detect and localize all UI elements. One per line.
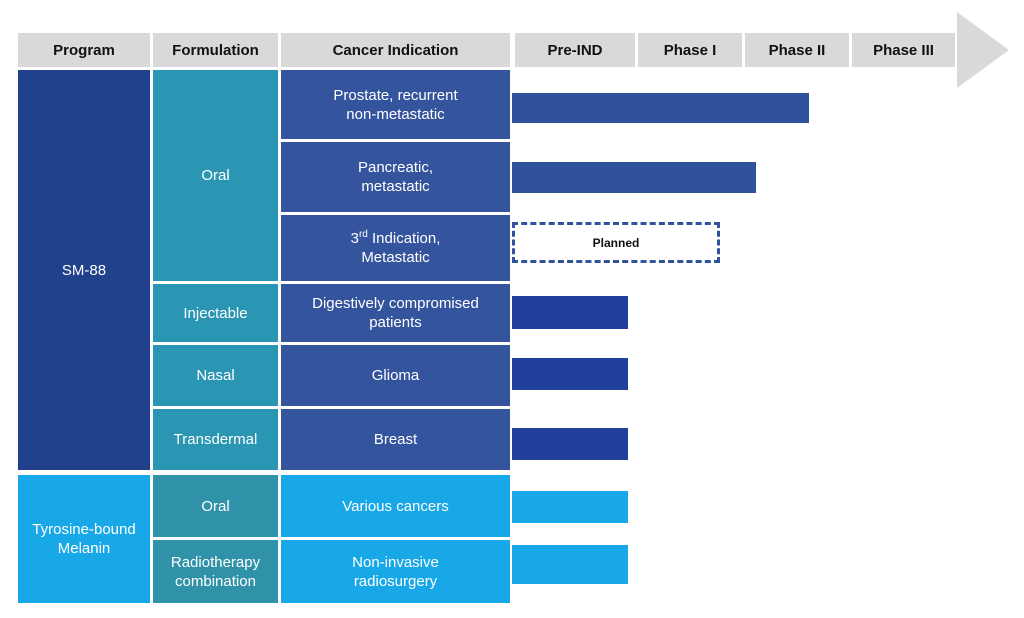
header-cell-formulation: Formulation — [153, 33, 278, 67]
header-cell-phase-3: Phase III — [852, 33, 955, 67]
header-cell-phase-2: Phase II — [745, 33, 849, 67]
header-cell-cancer-indication: Cancer Indication — [281, 33, 510, 67]
header-cell-pre-ind: Pre-IND — [515, 33, 635, 67]
bar-pancreatic — [512, 162, 756, 193]
indication-label: Glioma — [371, 367, 420, 384]
formulation-label: Injectable — [183, 304, 248, 322]
formulation-label: Nasal — [196, 367, 235, 384]
planned-label: Planned — [592, 235, 640, 250]
formulation-cell-transdermal: Transdermal — [153, 409, 278, 470]
program-label-line2: Melanin — [57, 540, 111, 557]
header-label: Program — [53, 41, 115, 59]
formulation-cell-injectable: Injectable — [153, 284, 278, 342]
program-cell-sm88: SM-88 — [18, 70, 150, 470]
indication-cell-prostate: Prostate, recurrent non-metastatic — [281, 70, 510, 139]
program-label-line1: Tyrosine-bound — [32, 521, 136, 538]
formulation-cell-nasal: Nasal — [153, 345, 278, 406]
header-cell-program: Program — [18, 33, 150, 67]
indication-label-line1: Digestively compromised — [312, 295, 479, 312]
bar-glioma — [512, 358, 628, 390]
bar-digestively — [512, 296, 628, 329]
formulation-cell-oral-2: Oral — [153, 475, 278, 537]
indication-label: Various cancers — [342, 497, 449, 515]
header-label: Cancer Indication — [332, 41, 459, 59]
formulation-label-line1: Radiotherapy — [170, 553, 261, 571]
third-indication-number: 3 — [350, 230, 359, 247]
indication-cell-digestively-compromised: Digestively compromised patients — [281, 284, 510, 342]
header-label: Pre-IND — [547, 41, 603, 59]
indication-label-line1: 3rd Indication, — [351, 229, 441, 248]
bar-noninvasive-radiosurgery — [512, 545, 628, 584]
indication-cell-various-cancers: Various cancers — [281, 475, 510, 537]
program-cell-tyrosine-bound-melanin: Tyrosine-bound Melanin — [18, 475, 150, 603]
indication-cell-noninvasive-radiosurgery: Non-invasive radiosurgery — [281, 540, 510, 603]
indication-cell-third-indication: 3rd Indication, Metastatic — [281, 215, 510, 281]
header-cell-phase-1: Phase I — [638, 33, 742, 67]
indication-label-line2: radiosurgery — [353, 572, 438, 590]
formulation-label: Transdermal — [173, 431, 258, 448]
header-label: Phase I — [663, 41, 717, 59]
header-label: Phase II — [768, 41, 826, 59]
third-indication-ordinal: rd — [358, 229, 368, 240]
indication-label-line2: patients — [369, 314, 422, 331]
bar-prostate — [512, 93, 809, 123]
bar-breast — [512, 428, 628, 460]
indication-label: Breast — [373, 431, 418, 448]
header-label: Phase III — [873, 41, 934, 59]
formulation-label-line2: combination — [175, 572, 256, 590]
indication-label-line2: Metastatic — [361, 249, 430, 266]
indication-label-line1: Non-invasive — [352, 553, 439, 571]
timeline-arrow-icon — [957, 12, 1009, 88]
formulation-cell-oral: Oral — [153, 70, 278, 281]
indication-label-line1: Pancreatic, — [357, 159, 434, 176]
indication-cell-breast: Breast — [281, 409, 510, 470]
formulation-label: Oral — [201, 497, 230, 515]
indication-cell-glioma: Glioma — [281, 345, 510, 406]
third-indication-text: Indication, — [367, 230, 441, 247]
indication-label-line2: metastatic — [361, 178, 430, 195]
planned-bar-third-indication: Planned — [512, 222, 720, 263]
indication-label-line1: Prostate, recurrent — [333, 86, 458, 104]
header-label: Formulation — [172, 41, 259, 59]
indication-cell-pancreatic: Pancreatic, metastatic — [281, 142, 510, 212]
formulation-cell-radiotherapy-combination: Radiotherapy combination — [153, 540, 278, 603]
program-label: SM-88 — [61, 261, 107, 279]
bar-various-cancers — [512, 491, 628, 523]
formulation-label: Oral — [201, 167, 230, 184]
indication-label-line2: non-metastatic — [346, 105, 445, 123]
